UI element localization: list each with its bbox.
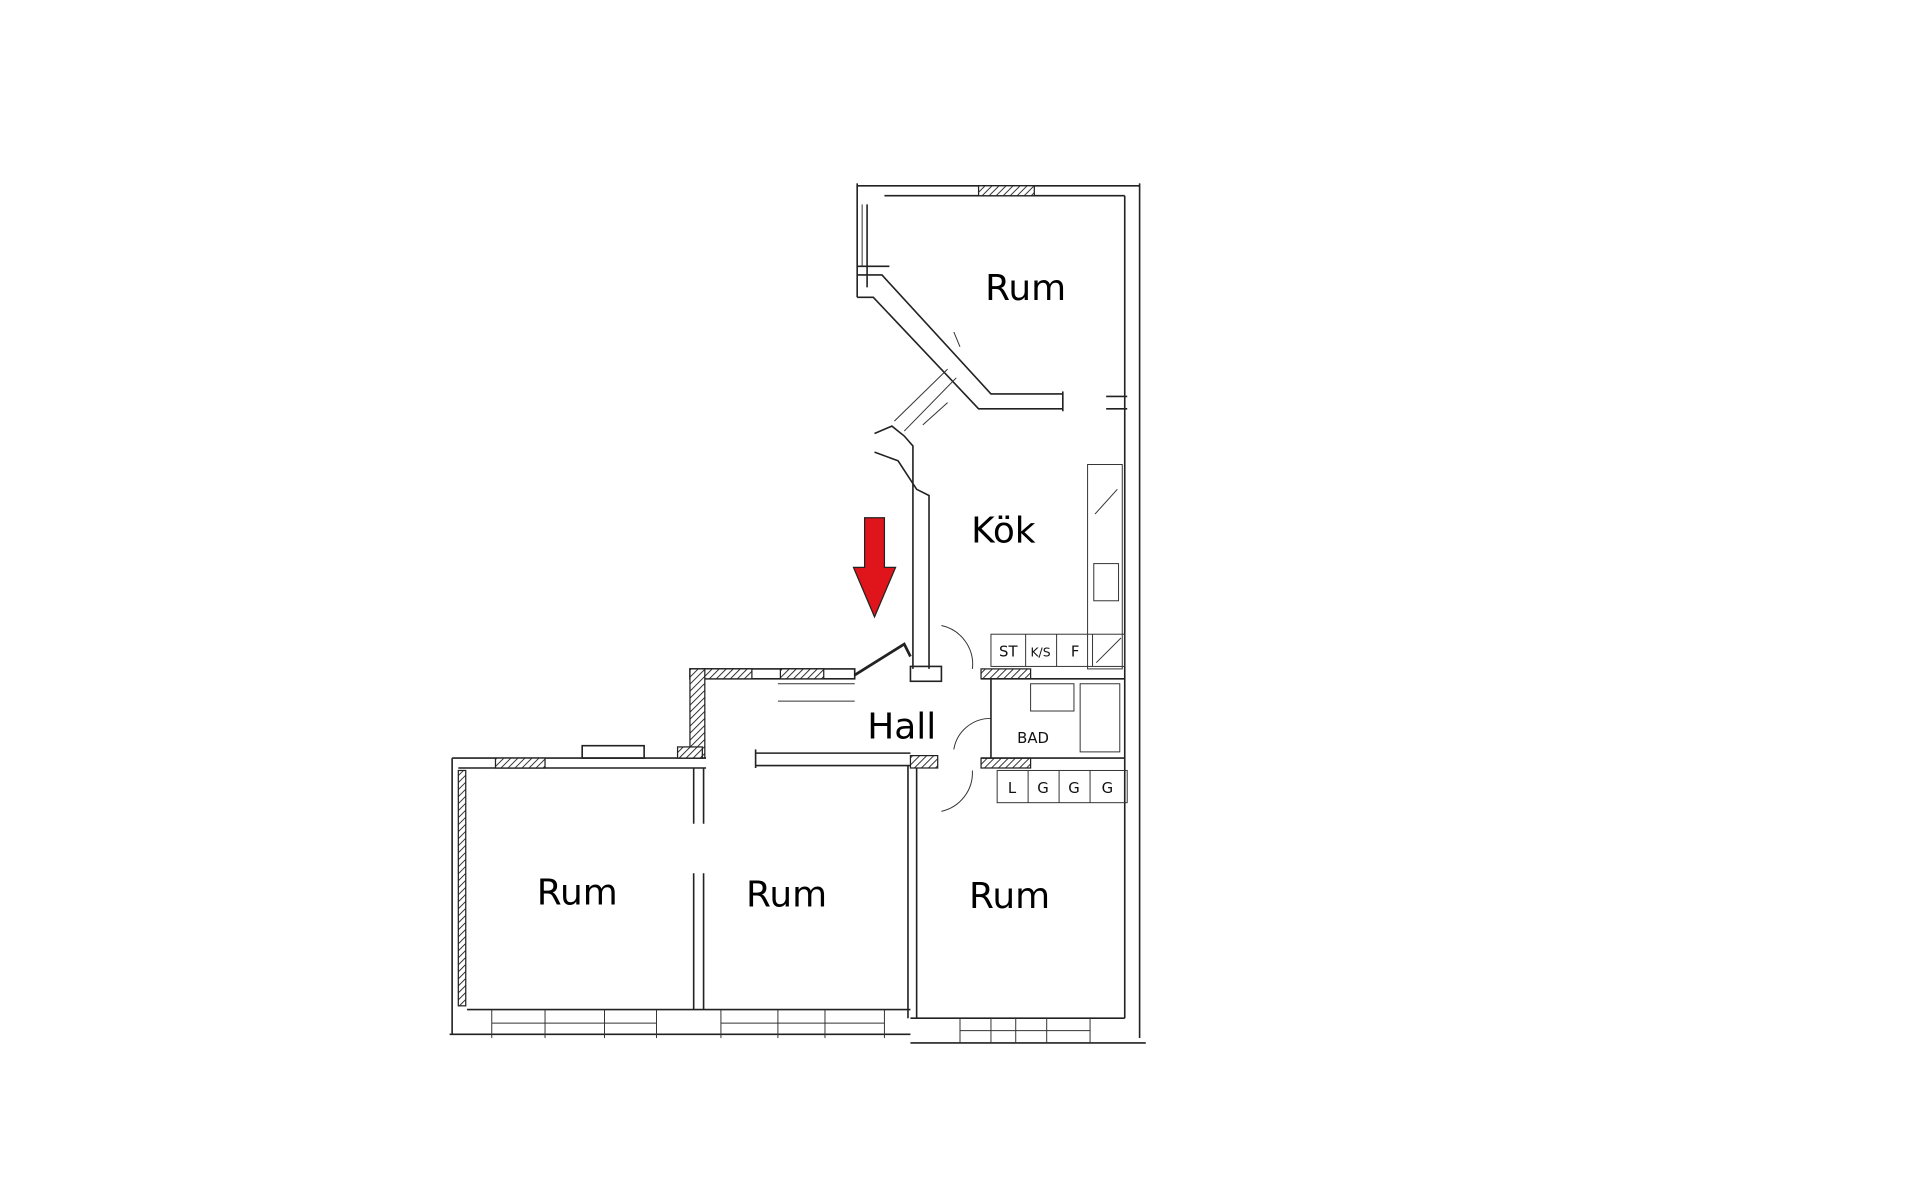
freezer-label: F (1071, 643, 1080, 661)
kitchen-counter: ST K/S F (990, 633, 1126, 667)
bathroom-label: BAD (1017, 729, 1049, 747)
kitchen-label: Kök (971, 511, 1036, 552)
closet-label: G (1037, 779, 1049, 797)
closet-label: L (1008, 779, 1017, 797)
room-label-right: Rum (969, 876, 1050, 917)
walls (449, 183, 1146, 1044)
entrance-arrow-icon (852, 517, 897, 619)
stove-label: ST (999, 643, 1018, 661)
hall-label: Hall (867, 706, 936, 747)
fridge-freezer-label: K/S (1030, 646, 1050, 660)
closets: L G G G (996, 769, 1128, 804)
room-label-middle: Rum (746, 875, 827, 916)
room-label-left: Rum (537, 872, 618, 913)
closet-label: G (1102, 779, 1114, 797)
room-label-top: Rum (985, 268, 1066, 309)
closet-label: G (1068, 779, 1080, 797)
